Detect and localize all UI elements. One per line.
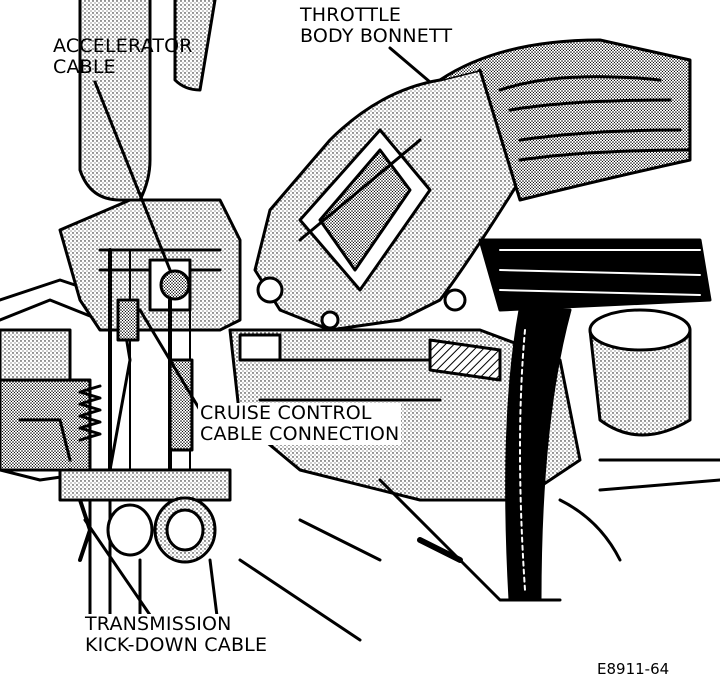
kickdown-spring <box>78 384 102 442</box>
throttle-body-label-line1: THROTTLE <box>300 4 402 26</box>
transmission-kickdown-label-line1: TRANSMISSION <box>85 613 232 635</box>
leader-cruise-control <box>138 308 202 412</box>
figure-id: E8911-64 <box>597 660 670 678</box>
leader-throttle-body <box>388 46 432 84</box>
accelerator-cable-label: ACCELERATOR CABLE <box>53 36 193 78</box>
leader-accelerator-cable <box>93 80 172 272</box>
lower-fitting-left <box>106 503 154 557</box>
hose-clamp <box>428 338 502 382</box>
accelerator-cable-label-line2: CABLE <box>53 56 116 78</box>
transmission-kickdown-label-line2: KICK-DOWN CABLE <box>85 634 268 656</box>
throttle-body-label-line2: BODY BONNETT <box>300 25 453 47</box>
leader-transmission <box>83 518 152 617</box>
wiring-harness <box>478 238 712 312</box>
accelerator-cable-end <box>159 269 191 301</box>
throttle-body-label: THROTTLE BODY BONNETT <box>300 5 452 47</box>
cruise-control-label-line2: CABLE CONNECTION <box>200 423 400 445</box>
cruise-control-label-line1: CRUISE CONTROL <box>200 402 372 424</box>
cruise-control-label: CRUISE CONTROL CABLE CONNECTION <box>198 402 402 445</box>
transmission-kickdown-label: TRANSMISSION KICK-DOWN CABLE <box>83 613 270 656</box>
air-duct <box>438 38 692 202</box>
accelerator-cable-label-line1: ACCELERATOR <box>53 35 193 57</box>
upper-hose <box>78 0 152 202</box>
